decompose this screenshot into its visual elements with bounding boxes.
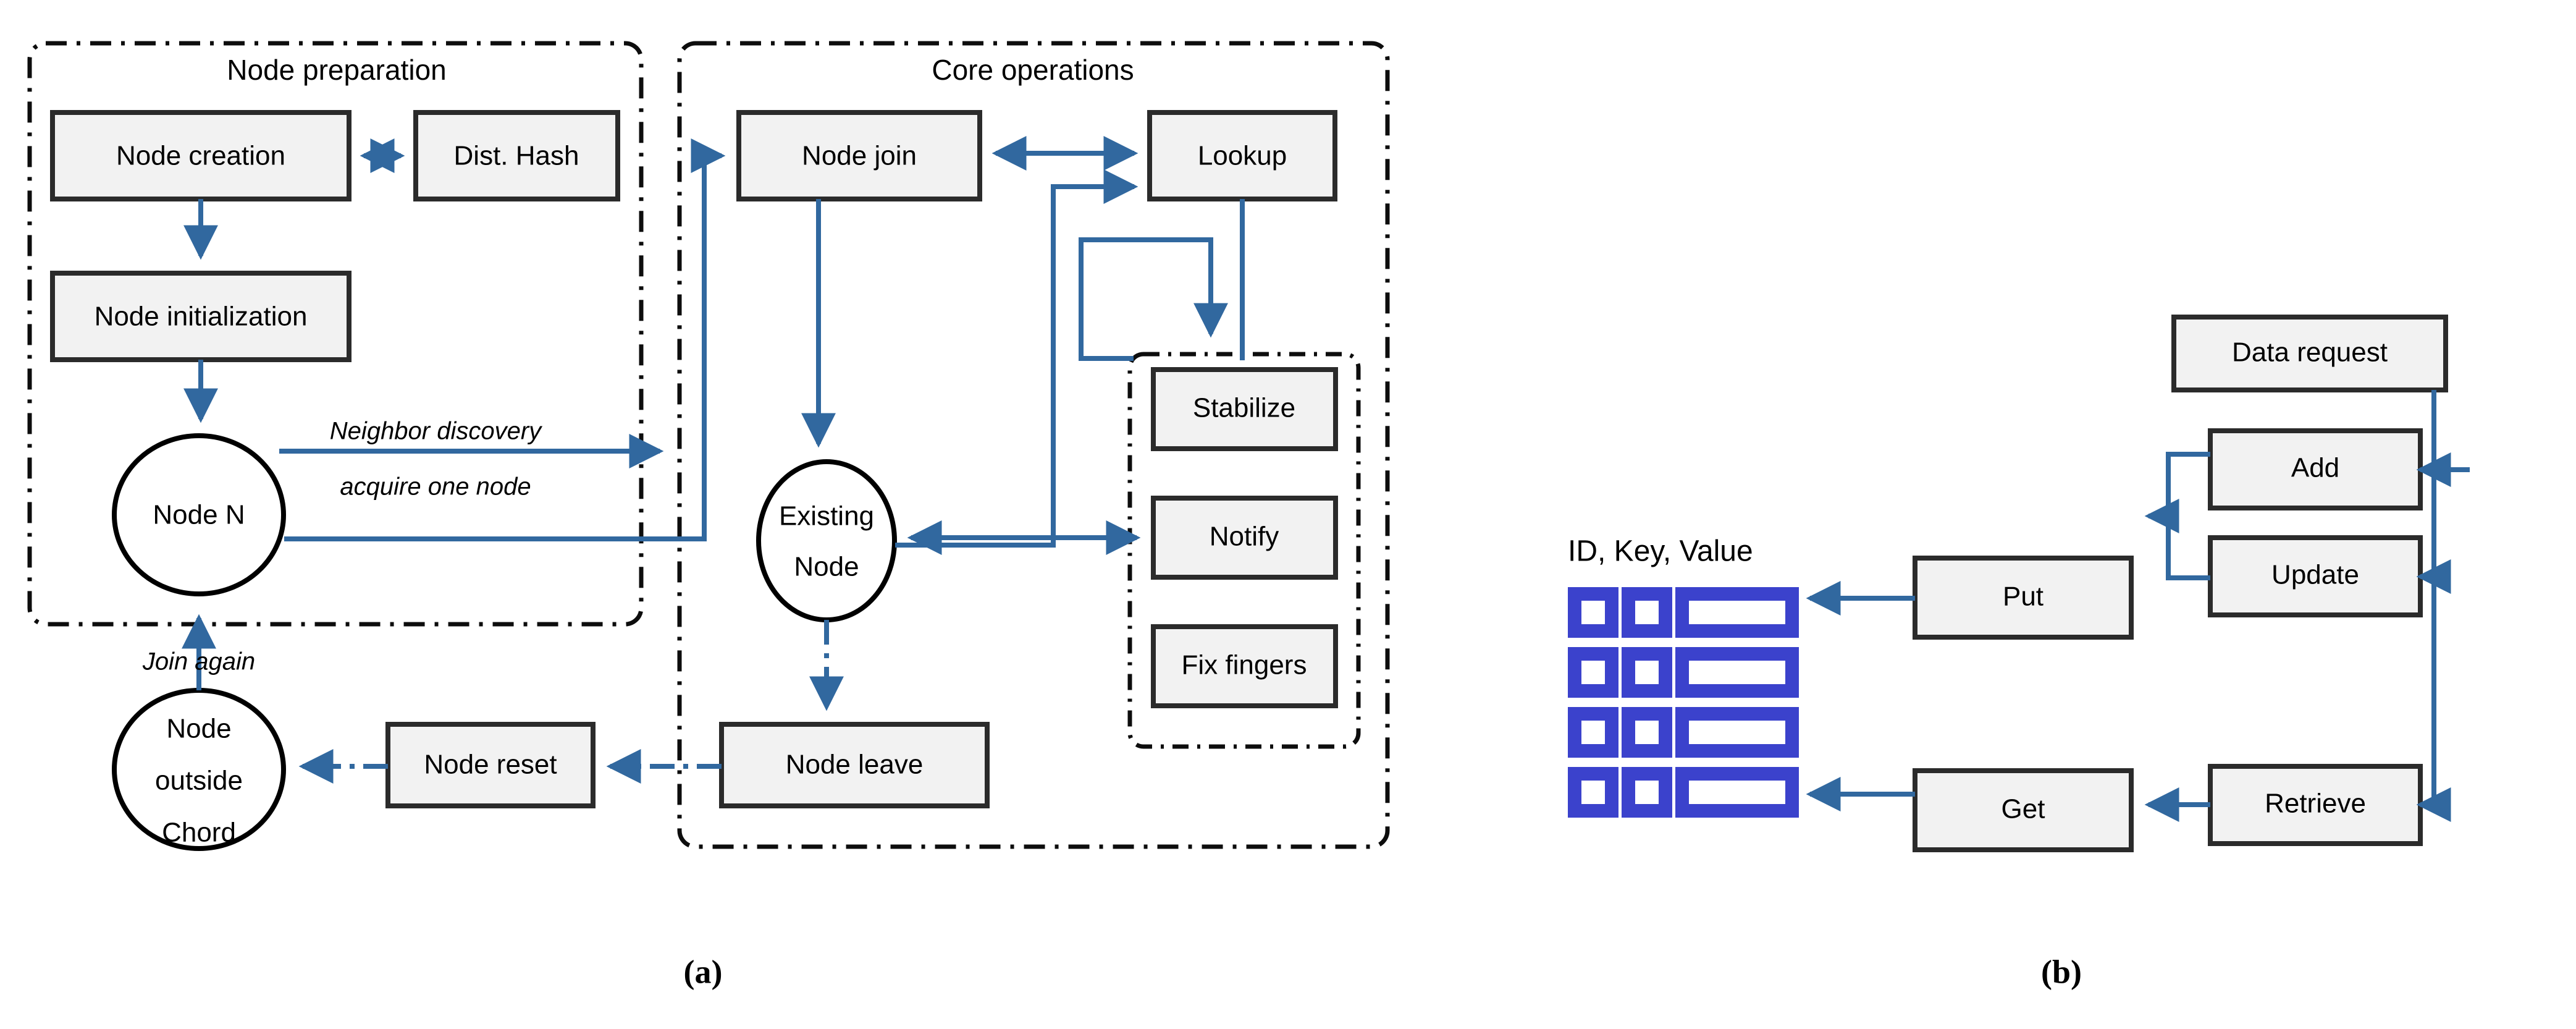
table-cell-key xyxy=(1622,647,1672,698)
box-retrieve-label: Retrieve xyxy=(2265,789,2366,819)
caption-panel-a: (a) xyxy=(684,953,723,990)
connector-stabilize-loop xyxy=(1079,237,1228,361)
box-node-creation-label: Node creation xyxy=(116,141,285,171)
label-neighbor-discovery: Neighbor discovery xyxy=(330,418,543,445)
table-cell-id xyxy=(1568,587,1618,638)
box-node-join[interactable] xyxy=(736,110,982,201)
box-fix-fingers-label: Fix fingers xyxy=(1182,650,1307,680)
circle-existing-node[interactable] xyxy=(756,459,897,622)
box-fix-fingers[interactable] xyxy=(1151,624,1338,708)
connector-acquire-one-node xyxy=(284,138,726,541)
circle-existing-node-line-2: Node xyxy=(794,552,859,582)
box-lookup-label: Lookup xyxy=(1198,141,1287,171)
table-cell-id xyxy=(1568,707,1618,758)
id-key-value-table xyxy=(1568,587,1799,818)
box-node-leave[interactable] xyxy=(719,722,990,808)
table-cell-key xyxy=(1622,707,1672,758)
group-core-operations-label: Core operations xyxy=(932,54,1134,86)
label-acquire-one-node: acquire one node xyxy=(340,473,531,501)
table-cell-key xyxy=(1622,587,1672,638)
connector-data-request-bus xyxy=(2431,390,2438,807)
box-stabilize-label: Stabilize xyxy=(1193,393,1295,423)
caption-panel-b: (b) xyxy=(2041,953,2082,990)
box-node-creation[interactable] xyxy=(50,110,351,201)
table-cell-value xyxy=(1675,767,1799,818)
box-dist-hash-label: Dist. Hash xyxy=(454,141,579,171)
box-put-label: Put xyxy=(2003,582,2044,612)
box-add-label: Add xyxy=(2291,453,2339,483)
circle-node-n[interactable] xyxy=(112,433,286,596)
box-node-initialization-label: Node initialization xyxy=(95,302,308,332)
circle-node-n-label: Node N xyxy=(153,500,245,530)
box-stabilize[interactable] xyxy=(1151,367,1338,451)
box-add[interactable] xyxy=(2208,428,2423,510)
box-get[interactable] xyxy=(1913,768,2134,852)
box-get-label: Get xyxy=(2001,794,2045,824)
table-label: ID, Key, Value xyxy=(1568,535,1753,568)
circle-node-outside-chord-line-3: Chord xyxy=(162,818,236,848)
box-update-label: Update xyxy=(2271,560,2359,590)
circle-node-outside-chord-line-1: Node xyxy=(166,714,231,744)
label-join-again: Join again xyxy=(142,648,255,675)
table-cell-id xyxy=(1568,647,1618,698)
box-notify[interactable] xyxy=(1151,496,1338,580)
box-node-reset[interactable] xyxy=(385,722,596,808)
box-update[interactable] xyxy=(2208,535,2423,617)
table-cell-value xyxy=(1675,587,1799,638)
box-data-request[interactable] xyxy=(2171,315,2448,392)
circle-existing-node-line-1: Existing xyxy=(779,501,874,531)
box-node-initialization[interactable] xyxy=(50,271,351,362)
connector-add-update-put xyxy=(2144,452,2210,580)
box-put[interactable] xyxy=(1913,556,2134,640)
circle-node-outside-chord-line-2: outside xyxy=(155,766,243,796)
box-node-reset-label: Node reset xyxy=(424,750,557,780)
table-cell-value xyxy=(1675,647,1799,698)
box-node-leave-label: Node leave xyxy=(786,750,924,780)
group-core-operations xyxy=(677,41,1390,849)
group-node-preparation-label: Node preparation xyxy=(227,54,446,86)
table-cell-value xyxy=(1675,707,1799,758)
table-cell-key xyxy=(1622,767,1672,818)
box-notify-label: Notify xyxy=(1210,522,1279,552)
box-node-join-label: Node join xyxy=(802,141,917,171)
box-data-request-label: Data request xyxy=(2232,337,2388,368)
group-node-preparation xyxy=(27,41,644,627)
table-cell-id xyxy=(1568,767,1618,818)
box-dist-hash[interactable] xyxy=(413,110,620,201)
box-lookup[interactable] xyxy=(1147,110,1337,201)
